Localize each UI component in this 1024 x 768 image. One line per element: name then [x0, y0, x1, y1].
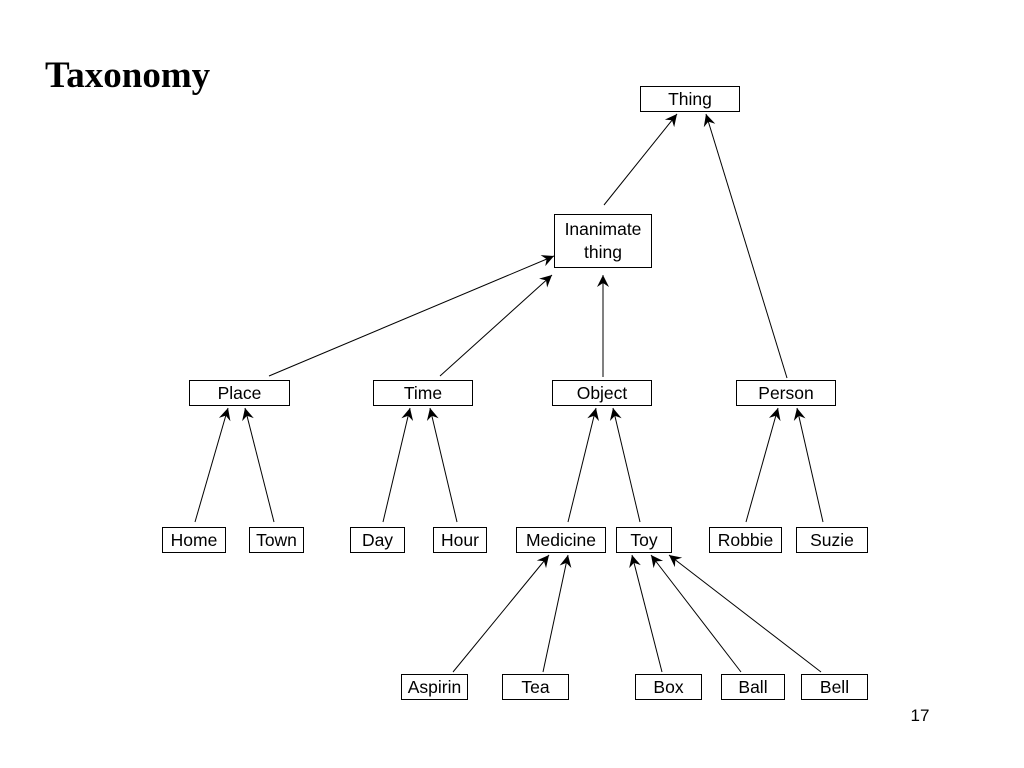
node-robbie: Robbie	[709, 527, 782, 553]
edge-layer	[194, 113, 824, 673]
node-day: Day	[350, 527, 405, 553]
edge-person-to-thing	[703, 113, 788, 379]
edge-bell-to-toy	[668, 554, 822, 673]
edge-inanimate-to-thing	[603, 113, 678, 206]
node-town: Town	[249, 527, 304, 553]
node-toy: Toy	[616, 527, 672, 553]
node-box: Box	[635, 674, 702, 700]
edge-medicine-to-object	[567, 407, 599, 523]
node-bell: Bell	[801, 674, 868, 700]
edge-robbie-to-person	[745, 407, 781, 523]
edge-town-to-place	[242, 407, 275, 523]
page-number: 17	[910, 706, 930, 725]
edge-toy-to-object	[609, 407, 641, 523]
node-medicine: Medicine	[516, 527, 606, 553]
node-person: Person	[736, 380, 836, 406]
edge-home-to-place	[194, 407, 231, 523]
node-object: Object	[552, 380, 652, 406]
slide-title: Taxonomy	[45, 55, 211, 96]
node-aspirin: Aspirin	[401, 674, 468, 700]
node-ball: Ball	[721, 674, 785, 700]
edge-day-to-time	[382, 407, 414, 523]
edge-hour-to-time	[426, 407, 458, 523]
edge-aspirin-to-medicine	[452, 554, 550, 673]
node-tea: Tea	[502, 674, 569, 700]
edge-ball-to-toy	[650, 554, 742, 673]
edge-time-to-inanimate	[439, 274, 553, 377]
edge-place-to-inanimate	[268, 255, 555, 377]
node-thing: Thing	[640, 86, 740, 112]
node-hour: Hour	[433, 527, 487, 553]
edge-suzie-to-person	[793, 407, 824, 523]
edge-box-to-toy	[629, 554, 663, 673]
node-home: Home	[162, 527, 226, 553]
node-time: Time	[373, 380, 473, 406]
node-suzie: Suzie	[796, 527, 868, 553]
node-place: Place	[189, 380, 290, 406]
node-inanimate-thing: Inanimate thing	[554, 214, 652, 268]
edge-tea-to-medicine	[542, 554, 572, 673]
